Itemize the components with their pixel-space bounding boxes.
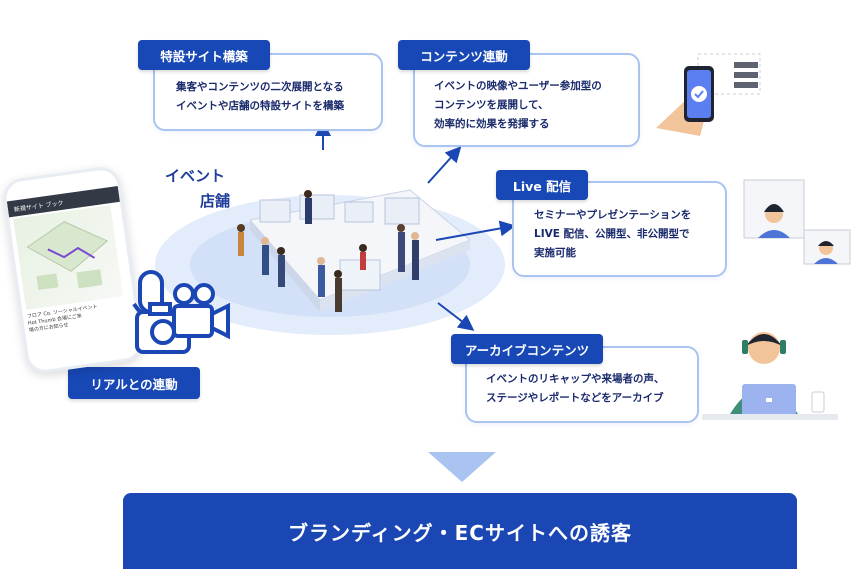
phone-floor-map bbox=[13, 205, 124, 310]
archive-description: イベントのリキャップや来場者の声、 ステージやレポートなどをアーカイブ bbox=[486, 373, 665, 404]
content-link-tag: コンテンツ連動 bbox=[398, 40, 530, 70]
special-site-tag: 特設サイト構築 bbox=[138, 40, 270, 70]
phone-mockup: 新規サイト ブック フロア Co. ソーシャルイベント Hot Thumb 会場… bbox=[0, 164, 146, 376]
archive-viewer-illustration bbox=[702, 332, 838, 420]
archive-tag: アーカイブコンテンツ bbox=[451, 334, 603, 364]
live-description: セミナーやプレゼンテーションを LIVE 配信、公開型、非公開型で 実施可能 bbox=[534, 209, 692, 259]
content-link-description: イベントの映像やユーザー参加型の コンテンツを展開して、 効率的に効果を発揮する bbox=[434, 80, 602, 130]
special-site-description: 集客やコンテンツの二次展開となる イベントや店舗の特設サイトを構築 bbox=[176, 81, 344, 112]
arrow-to-live bbox=[435, 220, 516, 241]
video-call-illustration bbox=[743, 179, 851, 265]
down-arrow bbox=[428, 452, 496, 482]
real-link-tag: リアルとの連動 bbox=[68, 367, 200, 399]
video-camera-icon bbox=[172, 283, 230, 340]
event-label-line1: イベント bbox=[165, 167, 226, 185]
live-tag: Live 配信 bbox=[496, 170, 588, 200]
event-floor-illustration bbox=[155, 189, 505, 335]
cta-banner: ブランディング・ECサイトへの誘客 bbox=[123, 493, 797, 569]
checkmark-icon bbox=[694, 90, 704, 99]
event-label-line2: 店舗 bbox=[200, 192, 231, 210]
arrow-to-content-link bbox=[427, 146, 462, 184]
hand-phone-illustration bbox=[656, 53, 761, 136]
arrow-to-archive bbox=[437, 302, 475, 331]
